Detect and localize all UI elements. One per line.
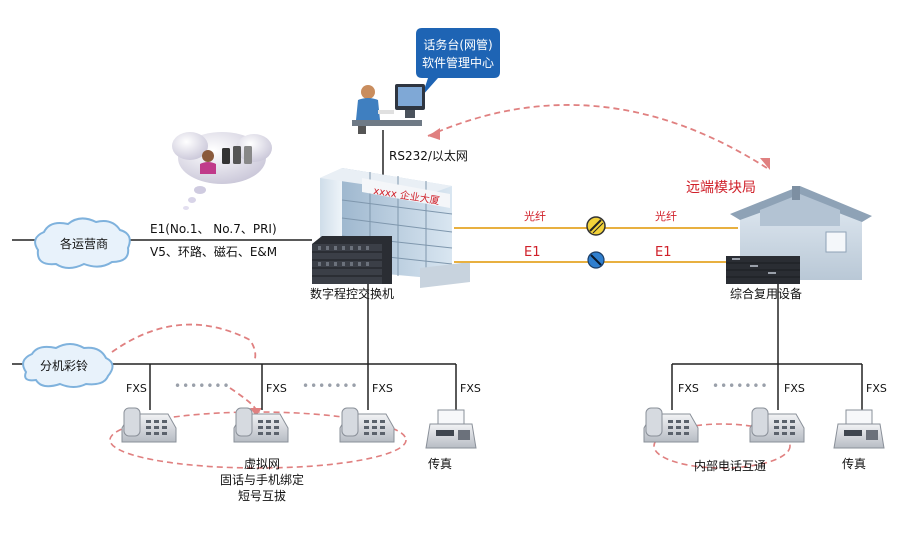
management-dashed-arrow [427,104,771,171]
more-extensions-dots: ••••••• [712,379,769,393]
remote-device-label: 综合复用设备 [730,286,802,301]
e1-converter-icon [587,251,605,269]
more-extensions-dots: ••••••• [174,379,231,393]
fiber-left-label: 光纤 [524,209,546,223]
virtual-net-line3: 短号互拔 [238,488,286,503]
left-fax-label: 传真 [428,456,452,471]
ringback-cloud: 分机彩铃 [22,343,114,388]
desk-phone-icon [121,407,177,443]
remote-fxs-label-2: FXS [784,382,805,395]
fax-machine-icon [833,409,885,449]
ringback-label: 分机彩铃 [40,358,88,373]
operators-line2: V5、环路、磁石、E&M [150,244,277,259]
fax-machine-icon [425,409,477,449]
fxs-label-2: FXS [266,382,287,395]
desk-phone-icon [233,407,289,443]
virtual-net-line2: 固话与手机绑定 [220,472,304,487]
operators-label: 各运营商 [60,236,108,251]
internal-call-loop [653,423,791,469]
fxs-label-1: FXS [126,382,147,395]
remote-fxs-label-1: FXS [678,382,699,395]
person-with-mobile-phones-icon [172,132,272,210]
switch-label: 数字程控交换机 [310,286,394,301]
internal-call-label: 内部电话互通 [694,458,766,473]
callout-bubble: 话务台(网管) 软件管理中心 [416,28,500,96]
fxs-label-3: FXS [372,382,393,395]
ringback-dashed-arrow [111,323,257,363]
e1-right-label: E1 [655,245,672,260]
operators-cloud: 各运营商 [34,217,131,269]
rs232-label: RS232/以太网 [389,148,468,163]
callout-line2: 软件管理中心 [422,55,494,70]
remote-module-house-icon [726,186,872,284]
fxs-label-4: FXS [460,382,481,395]
remote-title: 远端模块局 [686,180,756,196]
virtual-net-line1: 虚拟网 [244,457,280,471]
callout-line1: 话务台(网管) [423,37,492,52]
virtual-net-loop [109,411,407,469]
remote-fxs-label-3: FXS [866,382,887,395]
pbx-switch-rack-icon [312,236,392,284]
e1-left-label: E1 [524,245,541,260]
more-extensions-dots: ••••••• [302,379,359,393]
operators-line1: E1(No.1、 No.7、PRI) [150,222,277,236]
right-fax-label: 传真 [842,456,866,471]
desk-phone-icon [339,407,395,443]
fiber-converter-icon [586,216,606,236]
desk-phone-icon [749,407,805,443]
operator-at-computer-icon [352,84,425,134]
desk-phone-icon [643,407,699,443]
fiber-right-label: 光纤 [655,209,677,223]
